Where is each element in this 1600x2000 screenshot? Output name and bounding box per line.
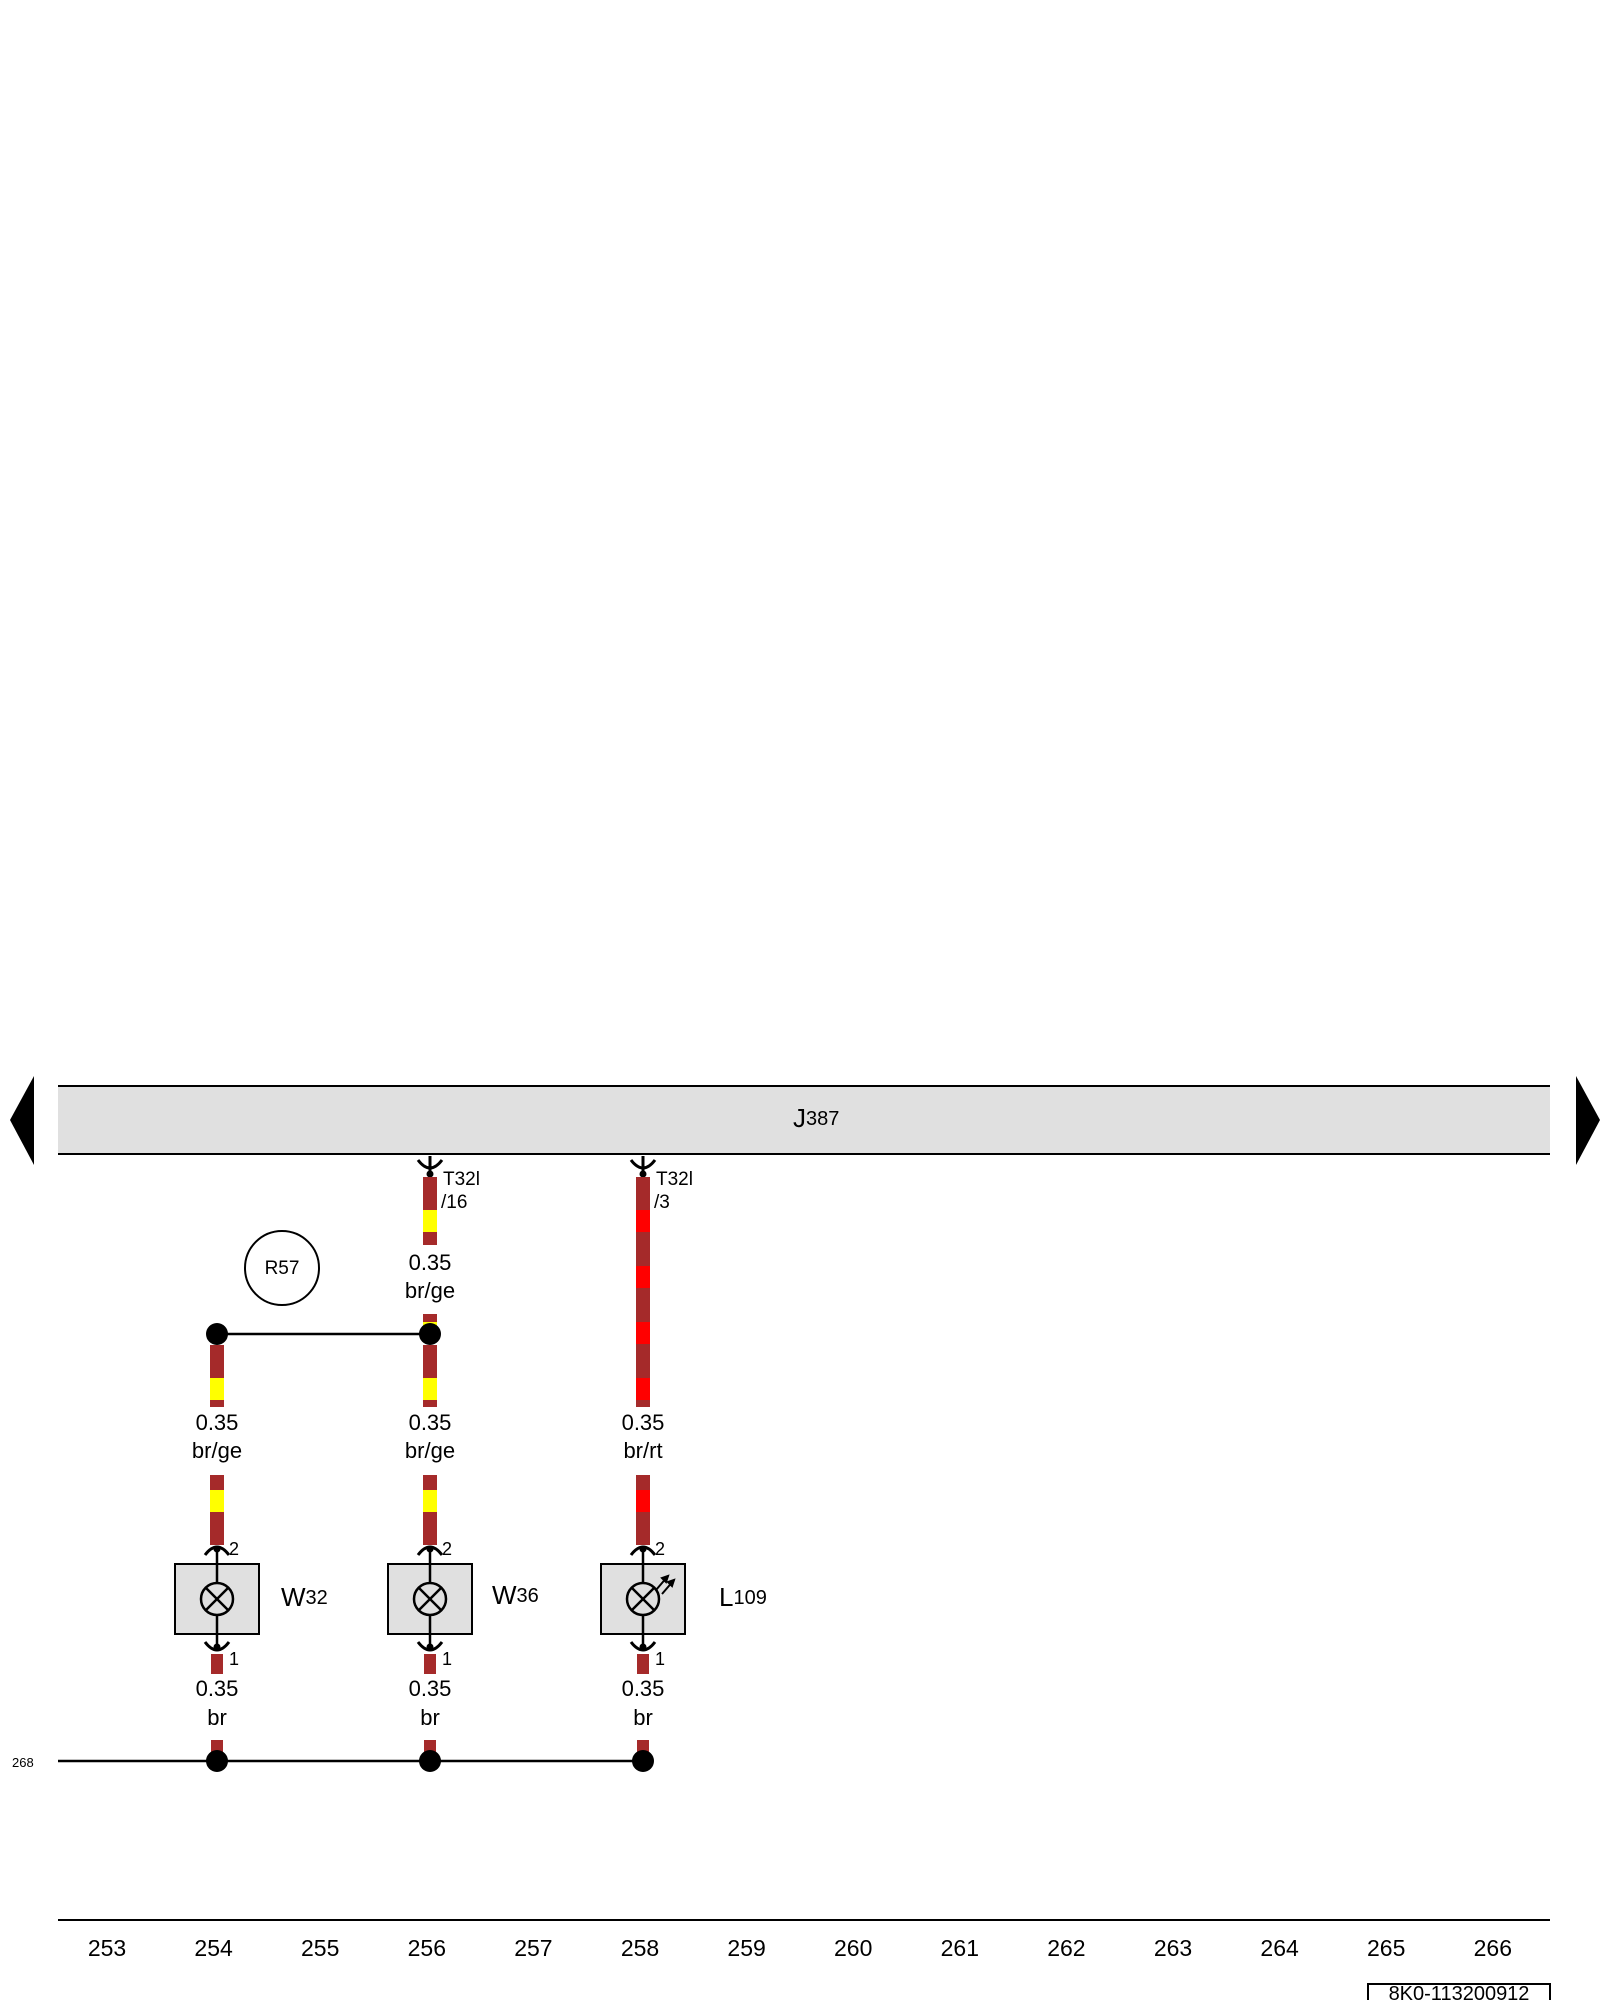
w36-pin-bottom: 1 — [442, 1649, 452, 1669]
svg-text:W36: W36 — [492, 1580, 539, 1610]
w36-pin-top: 2 — [442, 1539, 452, 1559]
wire-256-top-color: br/ge — [405, 1278, 455, 1303]
wire-258-upper[interactable] — [636, 1177, 650, 1407]
svg-text:J387: J387 — [793, 1103, 839, 1133]
document-id: 8K0-113200912 — [1367, 1983, 1551, 2000]
connector-icon — [203, 1641, 231, 1652]
w36-sub: 36 — [517, 1585, 539, 1607]
w32-sub: 32 — [306, 1587, 328, 1609]
arrow-left-icon[interactable] — [10, 1076, 34, 1165]
document-id-text: 8K0-113200912 — [1389, 1983, 1530, 2000]
svg-text:W32: W32 — [281, 1582, 328, 1612]
connector-t32l-3[interactable]: T32l /3 — [629, 1156, 693, 1213]
grid-label: 261 — [941, 1935, 979, 1961]
wire-258-top-size: 0.35 — [622, 1410, 665, 1435]
wire-254-bot-size: 0.35 — [196, 1676, 239, 1701]
junction-dot-icon — [632, 1750, 654, 1772]
wire-254-mid-upper[interactable] — [210, 1345, 224, 1407]
junction-dot-icon — [419, 1323, 441, 1345]
wire-258-top-color: br/rt — [623, 1438, 662, 1463]
connector-t32l-3-pin: /3 — [654, 1192, 670, 1213]
grid-label: 264 — [1260, 1935, 1299, 1961]
wire-256-mid-size: 0.35 — [409, 1410, 452, 1435]
reference-r57-label: R57 — [265, 1258, 300, 1279]
wire-256-bot-color: br — [420, 1705, 440, 1730]
component-l109[interactable]: 2 1 L109 — [600, 1539, 767, 1669]
control-unit-j387: J387 — [58, 1085, 1550, 1155]
light-emitting-icon — [655, 1574, 676, 1595]
wire-254-bot-color: br — [207, 1705, 227, 1730]
l109-sub: 109 — [733, 1587, 766, 1609]
grid-label: 263 — [1154, 1935, 1192, 1961]
grid-label: 257 — [514, 1935, 552, 1961]
bulb-icon — [199, 1581, 235, 1617]
w36-letter: W — [492, 1580, 517, 1610]
wire-258-bot-color: br — [633, 1705, 653, 1730]
wire-256-bot-upper[interactable] — [424, 1654, 436, 1674]
wire-258-bot-size: 0.35 — [622, 1676, 665, 1701]
connector-t32l-16-name: T32l — [443, 1169, 480, 1190]
wire-256-mid-color: br/ge — [405, 1438, 455, 1463]
l109-letter: L — [719, 1582, 733, 1612]
wire-254-bot-upper[interactable] — [211, 1654, 223, 1674]
connector-icon — [416, 1641, 444, 1652]
wire-256-top-upper[interactable] — [423, 1177, 437, 1245]
wire-258-lower[interactable] — [636, 1475, 650, 1545]
l109-pin-top: 2 — [655, 1539, 665, 1559]
junction-dot-icon — [206, 1323, 228, 1345]
wire-256-top-size: 0.35 — [409, 1250, 452, 1275]
control-unit-sub: 387 — [806, 1108, 839, 1130]
grid-label: 256 — [408, 1935, 446, 1961]
arrow-right-icon[interactable] — [1576, 1076, 1600, 1165]
bulb-icon — [412, 1581, 448, 1617]
grid-label: 253 — [88, 1935, 126, 1961]
wire-254-mid-color: br/ge — [192, 1438, 242, 1463]
bulb-icon — [625, 1581, 661, 1617]
grid-label: 262 — [1047, 1935, 1085, 1961]
connector-t32l-3-name: T32l — [656, 1169, 693, 1190]
wire-254-mid-size: 0.35 — [196, 1410, 239, 1435]
connector-t32l-16-pin: /16 — [441, 1192, 467, 1213]
w32-letter: W — [281, 1582, 306, 1612]
grid-label: 266 — [1474, 1935, 1512, 1961]
connector-t32l-16[interactable]: T32l /16 — [416, 1156, 480, 1213]
l109-pin-bottom: 1 — [655, 1649, 665, 1669]
w32-pin-top: 2 — [229, 1539, 239, 1559]
wire-256-mid-lower[interactable] — [423, 1475, 437, 1545]
grid-label: 259 — [727, 1935, 765, 1961]
grid-label: 258 — [621, 1935, 659, 1961]
wire-254-mid-lower[interactable] — [210, 1475, 224, 1545]
wire-258-bot-upper[interactable] — [637, 1654, 649, 1674]
ground-bus-ref: 268 — [12, 1755, 34, 1770]
component-w32[interactable]: 2 1 W32 — [174, 1539, 328, 1669]
wire-256-bot-size: 0.35 — [409, 1676, 452, 1701]
control-unit-label: J — [793, 1103, 806, 1133]
grid-label: 254 — [194, 1935, 233, 1961]
w32-pin-bottom: 1 — [229, 1649, 239, 1669]
junction-dot-icon — [206, 1750, 228, 1772]
grid-label: 260 — [834, 1935, 872, 1961]
grid-label: 255 — [301, 1935, 339, 1961]
grid-label: 265 — [1367, 1935, 1405, 1961]
component-w36[interactable]: 2 1 W36 — [387, 1539, 539, 1669]
grid-ruler: 253 254 255 256 257 258 259 260 261 262 263 264 265 2… — [88, 1935, 1512, 1961]
connector-icon — [629, 1641, 657, 1652]
wire-256-mid-upper[interactable] — [423, 1345, 437, 1407]
junction-dot-icon — [419, 1750, 441, 1772]
svg-text:L109: L109 — [719, 1582, 767, 1612]
reference-r57: R57 — [244, 1230, 320, 1306]
